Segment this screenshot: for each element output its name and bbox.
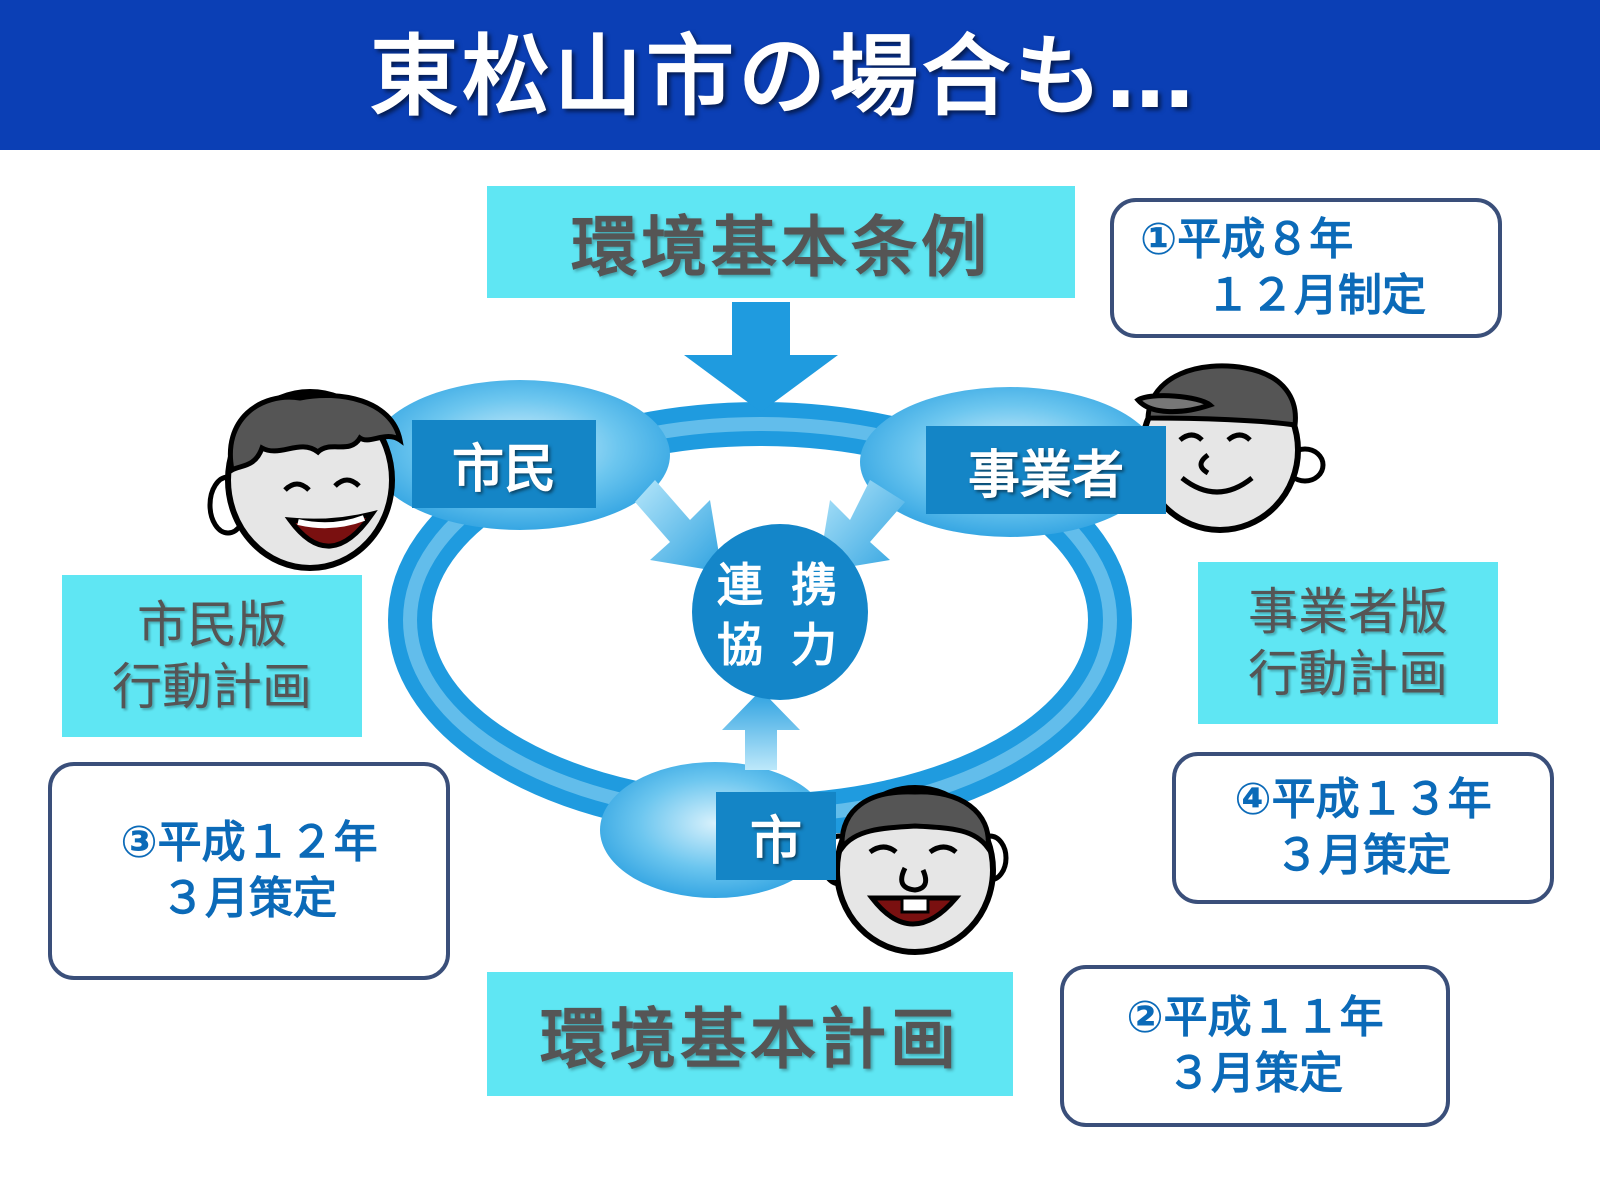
cooperation-circle — [692, 524, 868, 700]
date-box-ordinance: ①平成８年 １２月制定 — [1110, 198, 1502, 338]
basic-plan-box: 環境基本計画 — [487, 972, 1013, 1096]
date-ordinance-line1: ①平成８年 — [1140, 214, 1354, 265]
date-box-citizen-plan: ③平成１２年 ３月策定 — [48, 762, 450, 980]
date-box-basic-plan: ②平成１１年 ３月策定 — [1060, 965, 1450, 1127]
city-face-icon — [819, 785, 1009, 955]
basic-plan-label: 環境基本計画 — [540, 1001, 960, 1078]
citizen-plan-line1: 市民版 — [137, 596, 287, 654]
citizen-label: 市民 — [412, 420, 596, 508]
citizen-label-text: 市民 — [451, 439, 556, 500]
business-face-icon — [1134, 363, 1326, 533]
date-business-plan-line1: ④平成１３年 — [1234, 774, 1492, 825]
cooperation-line2: 協 力 — [716, 618, 843, 672]
date-box-business-plan: ④平成１３年 ３月策定 — [1172, 752, 1554, 904]
cooperation-text: 連 携 協 力 — [702, 550, 858, 680]
citizen-arrow — [635, 480, 722, 572]
business-label: 事業者 — [926, 426, 1166, 514]
ordinance-box: 環境基本条例 — [487, 186, 1075, 298]
citizen-plan-line2: 行動計画 — [112, 658, 312, 716]
page-title: 東松山市の場合も… — [370, 25, 1199, 128]
ordinance-down-arrow — [684, 302, 838, 412]
citizen-plan-box: 市民版 行動計画 — [62, 575, 362, 737]
date-citizen-plan-line2: ３月策定 — [161, 873, 337, 924]
city-label-text: 市 — [749, 811, 802, 872]
title-bar: 東松山市の場合も… — [0, 0, 1600, 150]
date-business-plan-line2: ３月策定 — [1275, 830, 1451, 881]
business-plan-box: 事業者版 行動計画 — [1198, 562, 1498, 724]
city-up-arrow — [722, 690, 800, 770]
business-plan-line2: 行動計画 — [1248, 645, 1448, 703]
city-label: 市 — [716, 792, 836, 880]
citizen-face-icon — [207, 389, 404, 571]
date-ordinance-line2: １２月制定 — [1206, 270, 1426, 321]
ordinance-label: 環境基本条例 — [571, 209, 991, 286]
business-label-text: 事業者 — [967, 445, 1124, 506]
date-citizen-plan-line1: ③平成１２年 — [120, 817, 378, 868]
cooperation-line1: 連 携 — [716, 558, 843, 612]
business-plan-line1: 事業者版 — [1248, 583, 1448, 641]
date-basic-plan-line2: ３月策定 — [1167, 1048, 1343, 1099]
date-basic-plan-line1: ②平成１１年 — [1126, 992, 1384, 1043]
